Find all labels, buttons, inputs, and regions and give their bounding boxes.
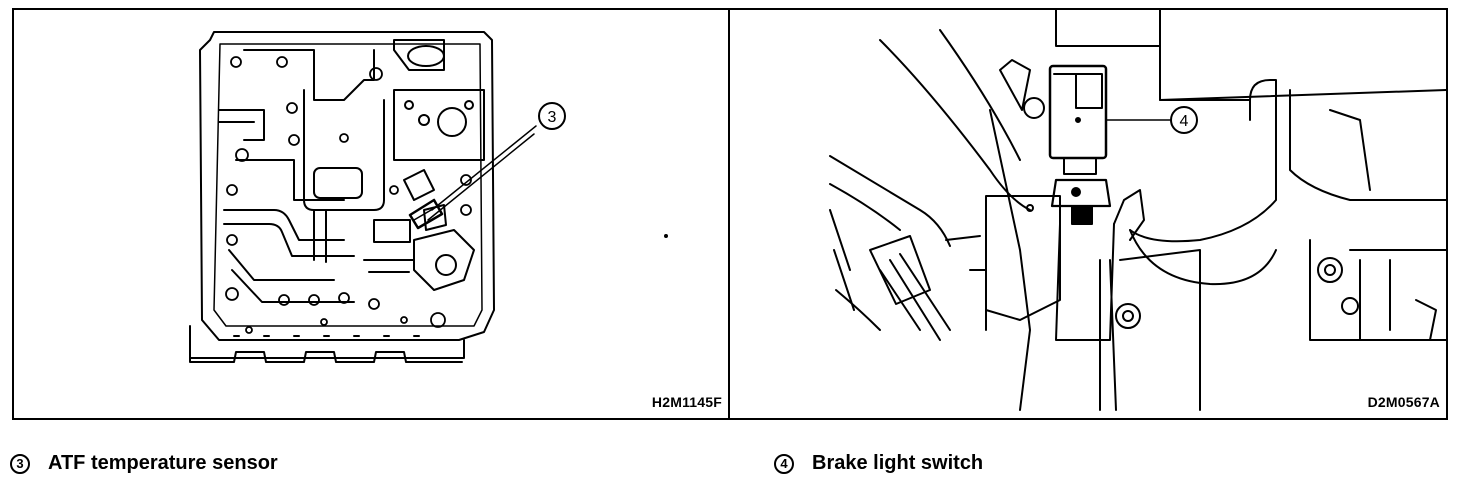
left-figure-code: H2M1145F xyxy=(651,394,722,410)
left-callout-number: 3 xyxy=(548,109,557,126)
caption-label: ATF temperature sensor xyxy=(48,452,278,474)
valve-body-illustration: 3 xyxy=(189,31,668,363)
caption-atf-temperature-sensor: 3 ATF temperature sensor xyxy=(10,452,278,475)
caption-number-3: 3 xyxy=(10,453,30,474)
right-figure-code: D2M0567A xyxy=(1367,394,1440,410)
right-callout-number: 4 xyxy=(1180,113,1189,130)
right-figure-panel: 4 D2M0567A xyxy=(730,10,1446,418)
brake-pedal-illustration: 4 xyxy=(829,10,1446,411)
caption-number-4: 4 xyxy=(774,453,794,474)
figure-frame xyxy=(12,8,1448,420)
caption-label: Brake light switch xyxy=(812,452,984,474)
left-figure-panel: 3 H2M1145F xyxy=(14,10,728,418)
panel-divider xyxy=(728,8,730,420)
caption-brake-light-switch: 4 Brake light switch xyxy=(774,452,983,475)
